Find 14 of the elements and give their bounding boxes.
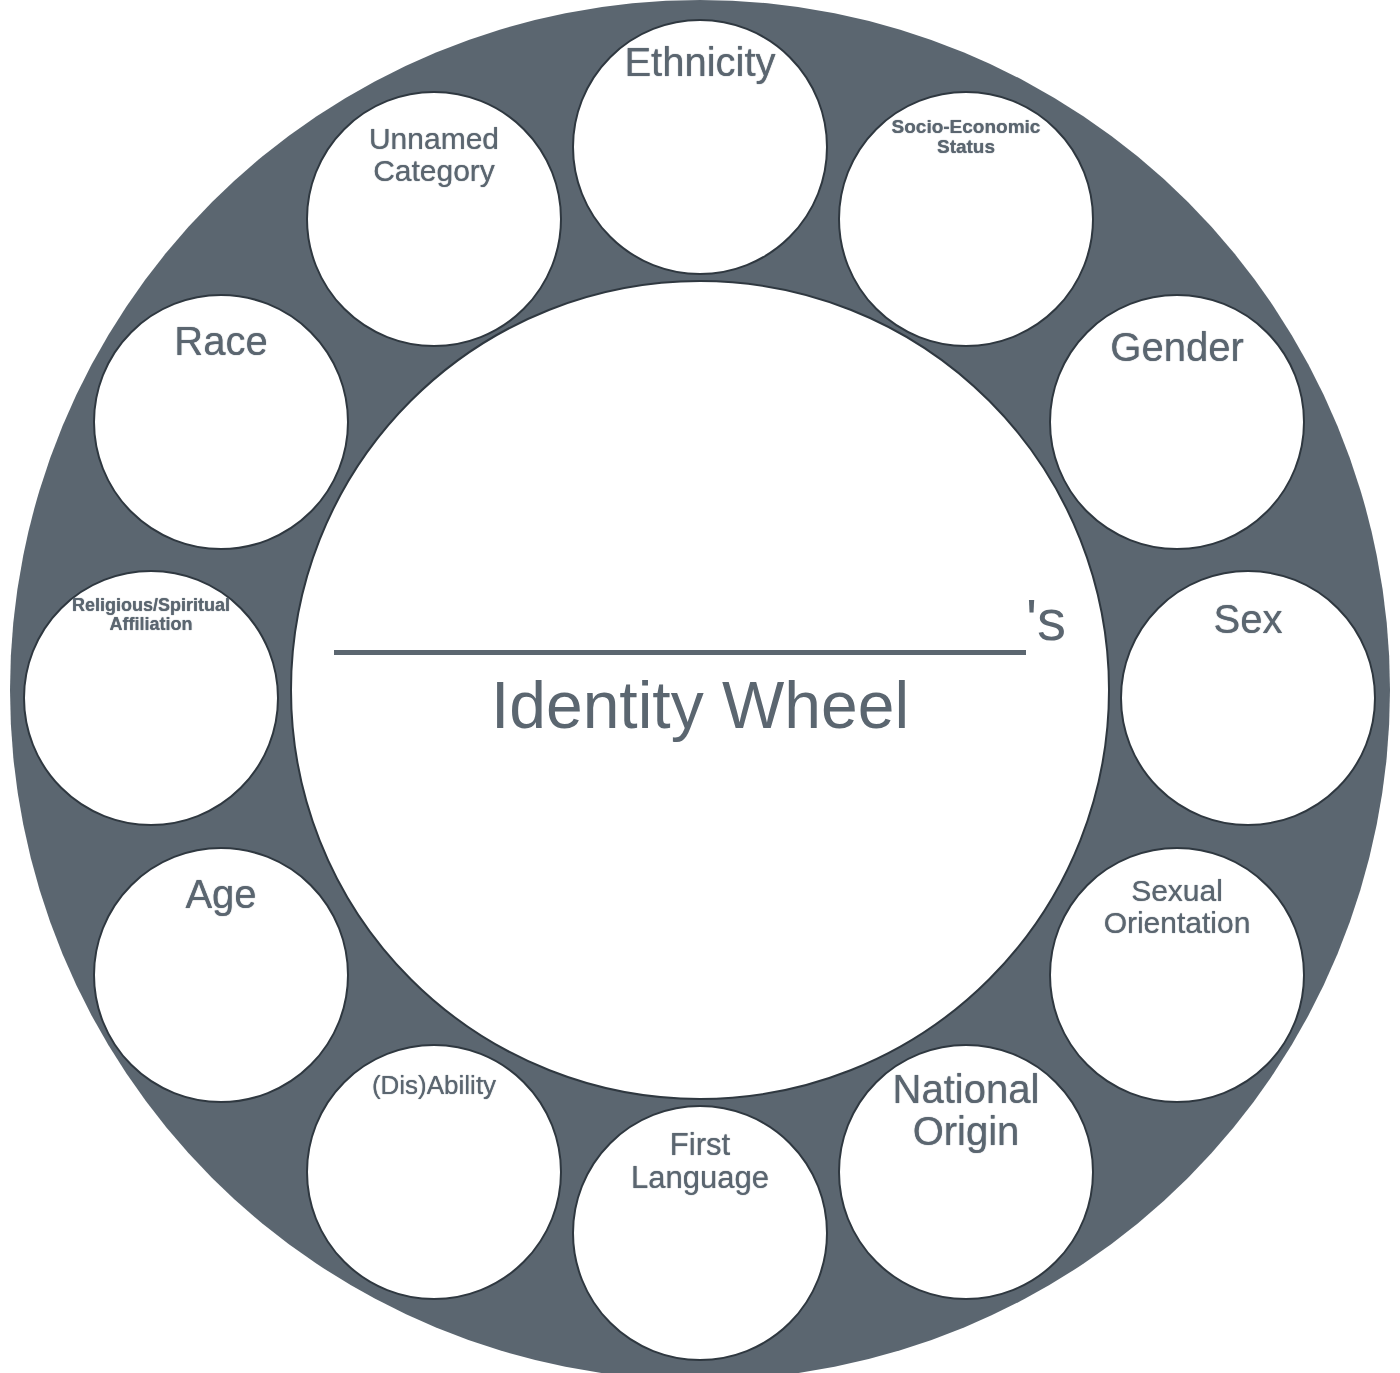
category-label: Religious/Spiritual Affiliation (71, 596, 231, 634)
category-label: (Dis)Ability (370, 1072, 498, 1100)
category-label: Ethnicity (623, 41, 777, 83)
category-label: Race (173, 320, 269, 362)
category-label: Gender (1109, 326, 1245, 368)
category-label: Sex (1212, 598, 1284, 640)
category-label: Age (184, 873, 258, 915)
category-label: Unnamed Category (367, 123, 501, 186)
category-label: Socio-Economic Status (890, 117, 1042, 157)
category-label: First Language (630, 1129, 770, 1195)
category-label: Sexual Orientation (1102, 875, 1252, 938)
wheel-title: Identity Wheel (489, 667, 911, 743)
possessive-suffix: 's (1026, 586, 1067, 653)
category-label: National Origin (891, 1068, 1041, 1152)
